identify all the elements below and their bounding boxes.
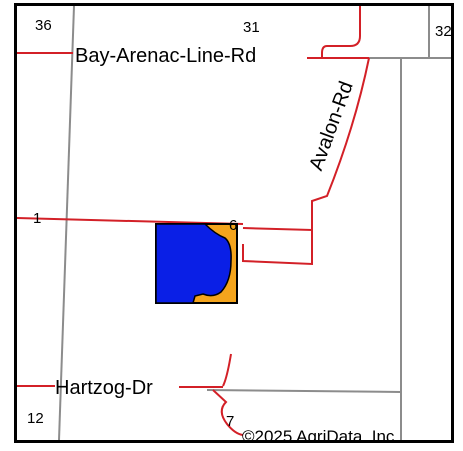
road-north-connector <box>321 6 361 58</box>
section-label-32: 32 <box>435 23 452 40</box>
road-label-hartzog-dr: Hartzog-Dr <box>55 377 153 399</box>
section-label-7: 7 <box>226 413 235 430</box>
section-line-south <box>206 389 402 393</box>
section-label-1: 1 <box>33 210 42 227</box>
road-avalon <box>242 57 370 232</box>
map-canvas <box>17 6 451 440</box>
field-parcel <box>155 223 238 304</box>
section-label-36: 36 <box>35 17 52 34</box>
road-avalon-loop <box>242 230 313 266</box>
section-label-12: 12 <box>27 410 44 427</box>
road-hartzog-north <box>222 353 232 387</box>
section-label-6: 6 <box>229 217 238 234</box>
copyright-text: ©2025 AgriData, Inc. <box>242 427 400 443</box>
roads <box>17 6 370 436</box>
road-label-bay-arenac-line-rd: Bay-Arenac-Line-Rd <box>75 45 257 67</box>
section-lines <box>58 6 451 440</box>
road-south-curve <box>212 389 244 436</box>
field-primary-area <box>155 223 232 304</box>
map-frame: Bay-Arenac-Line-Rd Avalon-Rd Hartzog-Dr … <box>14 3 454 443</box>
section-label-31: 31 <box>243 19 260 36</box>
section-line-west <box>58 6 75 440</box>
